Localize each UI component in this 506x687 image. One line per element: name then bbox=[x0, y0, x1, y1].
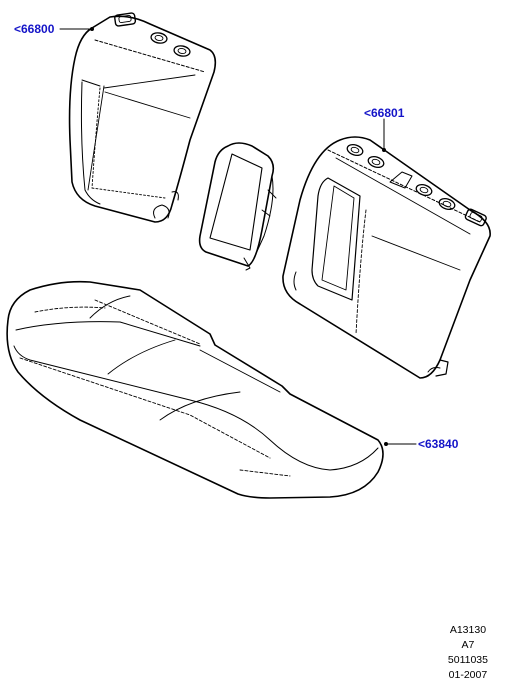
callout-63840[interactable]: <63840 bbox=[418, 437, 459, 451]
callout-66800[interactable]: <66800 bbox=[14, 22, 55, 36]
leader-dot-66801 bbox=[382, 148, 386, 152]
illustration-group: A7 bbox=[461, 639, 475, 651]
right-backrest bbox=[282, 136, 491, 379]
leader-dot-66800 bbox=[90, 27, 94, 31]
callout-66801[interactable]: <66801 bbox=[364, 106, 405, 120]
center-armrest bbox=[198, 142, 277, 271]
left-backrest bbox=[68, 12, 217, 223]
drawing-reference-block: A13130 A7 5011035 01-2007 bbox=[448, 623, 488, 683]
catalog-number: 5011035 bbox=[447, 654, 488, 666]
seat-cushion bbox=[6, 280, 384, 499]
leader-dot-63840 bbox=[384, 442, 388, 446]
illustration-id: A13130 bbox=[449, 624, 487, 636]
illustration-date: 01-2007 bbox=[448, 669, 488, 681]
